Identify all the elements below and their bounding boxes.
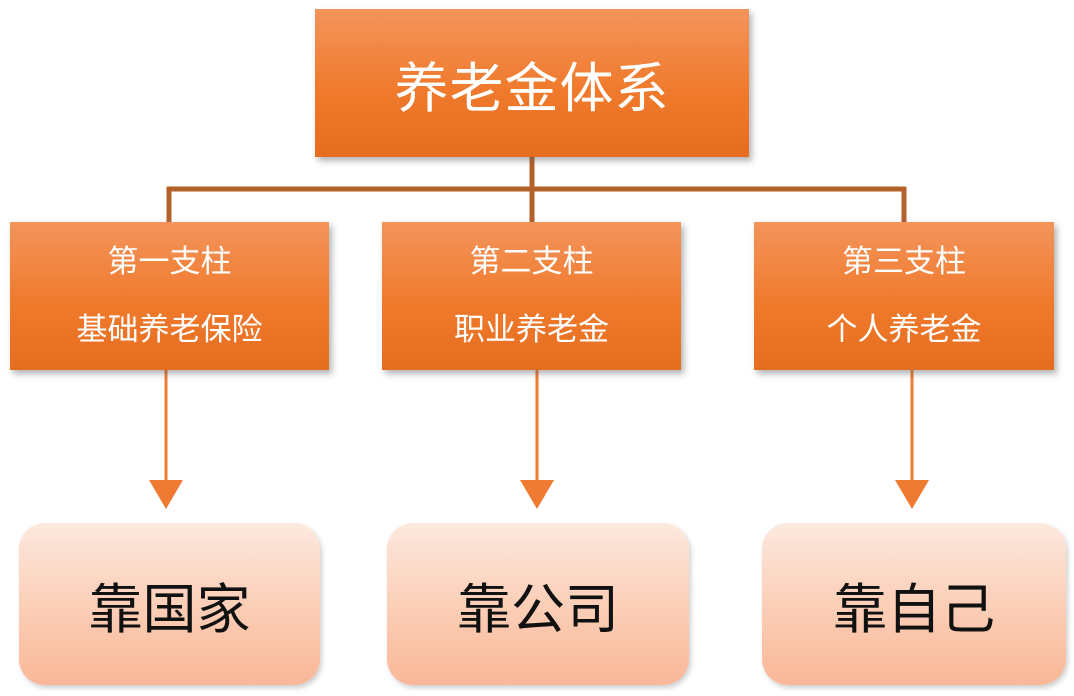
pillar-node-1: 第一支柱 基础养老保险 — [10, 222, 329, 370]
source-2-label: 靠公司 — [457, 577, 619, 641]
source-node-1: 靠国家 — [19, 523, 320, 685]
source-node-2: 靠公司 — [387, 523, 689, 685]
arrow-2-head — [520, 480, 554, 509]
pillar-node-3: 第三支柱 个人养老金 — [754, 222, 1054, 370]
pillar-3-subtitle: 个人养老金 — [826, 311, 982, 348]
arrow-3-head — [895, 480, 929, 509]
root-node: 养老金体系 — [315, 9, 749, 157]
arrow-1 — [149, 370, 183, 509]
arrow-1-head — [149, 480, 183, 509]
pillar-2-subtitle: 职业养老金 — [454, 311, 609, 348]
pillar-3-title: 第三支柱 — [842, 243, 966, 280]
tree-connectors — [166, 157, 907, 222]
pillar-1-title: 第一支柱 — [107, 243, 232, 280]
source-node-3: 靠自己 — [762, 523, 1066, 685]
source-1-label: 靠国家 — [88, 577, 251, 641]
pillar-1-subtitle: 基础养老保险 — [76, 311, 263, 348]
pillar-node-2: 第二支柱 职业养老金 — [382, 222, 681, 370]
arrow-2 — [520, 370, 554, 509]
root-node-label: 养老金体系 — [394, 56, 670, 120]
arrow-3 — [895, 370, 929, 509]
pillar-2-title: 第二支柱 — [469, 243, 594, 280]
source-3-label: 靠自己 — [833, 577, 995, 641]
